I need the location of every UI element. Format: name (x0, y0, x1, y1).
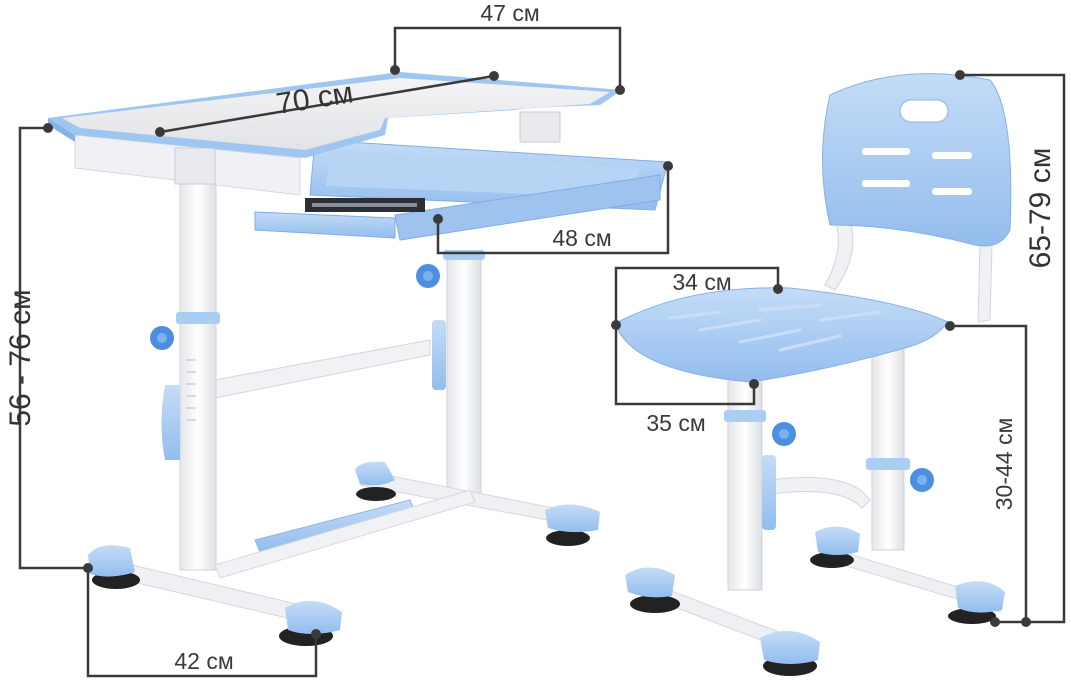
label-desk-depth: 47 см (480, 0, 539, 26)
label-chair-total-height: 65-79 см (1024, 148, 1057, 269)
desk-rear-leg-collar (443, 250, 485, 260)
knob-icon (416, 264, 440, 288)
chair-side-clip (762, 455, 776, 530)
desk-bracket (519, 111, 561, 143)
knob-icon (772, 422, 796, 446)
desk-rear-foot-left (356, 487, 396, 501)
desk-rear-foot-cap-right (545, 504, 600, 533)
seat-ribs (668, 303, 882, 352)
chair-front-leg-collar (724, 410, 766, 422)
chair (617, 73, 1012, 676)
desktop-surface (48, 72, 622, 158)
desk-bracket (174, 147, 216, 185)
backrest-handle (899, 99, 949, 123)
backrest-slots (862, 148, 972, 195)
label-drawer-width: 48 см (552, 225, 611, 251)
chair-rear-foot-cap-right (955, 581, 1005, 613)
label-seat-depth: 35 см (646, 410, 705, 436)
chair-rear-leg (871, 339, 905, 551)
label-desk-base: 42 см (174, 648, 233, 674)
chair-rear-foot-left (810, 552, 854, 568)
chair-front-leg (727, 369, 763, 591)
chair-back-tube (824, 219, 854, 291)
desk-side-hook (161, 385, 180, 460)
desk-drawer (254, 139, 669, 241)
label-seat-height: 30-44 см (991, 418, 1017, 511)
chair-seat (617, 287, 949, 383)
chair-backrest (822, 73, 1012, 247)
knob-icon (150, 326, 174, 350)
label-desk-height: 56 - 76 см (4, 289, 37, 426)
desk-front-leg (179, 179, 217, 571)
chair-front-foot-cap-left (625, 567, 675, 598)
desk-front-foot-cap-right (285, 600, 342, 634)
dimension-dots (43, 65, 1031, 639)
chair-stretcher (769, 477, 871, 509)
chair-rear-foot-cap-left (815, 526, 860, 555)
desk-cross-bar (214, 489, 476, 579)
chair-rear-leg-collar (866, 458, 910, 470)
label-seat-width: 34 см (672, 269, 731, 295)
chair-front-foot-left (630, 595, 680, 613)
desk-rear-foot-cap-left (355, 461, 395, 486)
desk-side-clip-right (432, 320, 446, 390)
desk-rear-foot-right (546, 530, 590, 546)
dimension-lines (18, 26, 1066, 678)
desk-front-leg-collar (176, 312, 220, 324)
desk-rear-leg (446, 254, 482, 506)
chair-front-foot-cap-right (760, 630, 820, 664)
desk (48, 72, 669, 646)
knob-icon (910, 468, 934, 492)
desk-stretcher (214, 339, 431, 399)
desk-front-foot-cap-left (88, 545, 135, 577)
chair-back-tube (977, 244, 993, 323)
height-scale (186, 359, 196, 421)
